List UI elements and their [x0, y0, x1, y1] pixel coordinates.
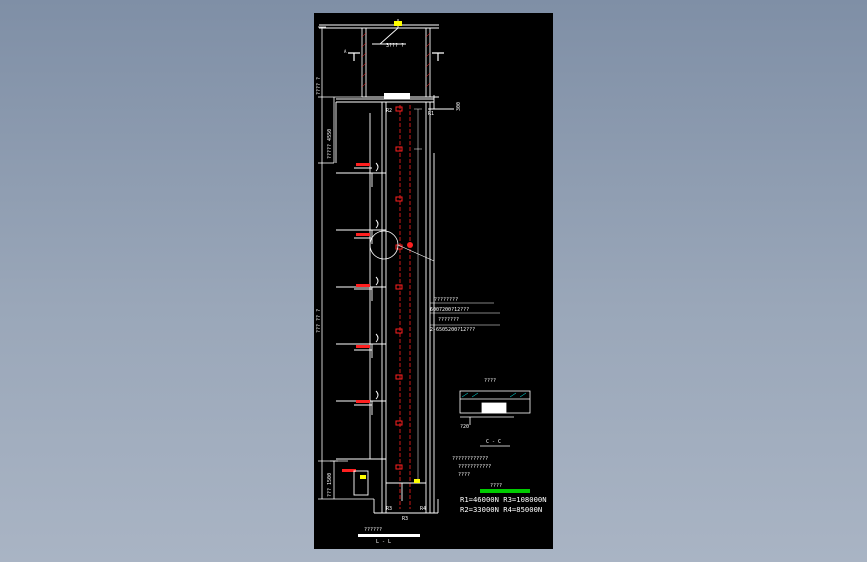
section-detail: [459, 390, 531, 425]
rail-note-line3: ???????: [438, 317, 459, 323]
rail-notes-leaders: [430, 302, 500, 326]
rail-note-line2: 6007200?12???: [430, 307, 469, 313]
notes-line-a: ????????????: [452, 456, 488, 462]
section-cc-text: C - C: [486, 439, 501, 445]
detail-circle: [369, 230, 399, 260]
elevation-drawing: ???? ? ????? 4550 ??? ?? ? ??? 1500 3???…: [316, 19, 547, 545]
left-dim-upper-text: ????? 4550: [327, 129, 333, 159]
bracket-left-top: [348, 52, 360, 61]
mark-r4-text: R4: [420, 506, 426, 512]
dim-300-text: 300: [456, 102, 462, 111]
mark-r2-text: R2: [386, 108, 392, 114]
main-title-bar: [358, 534, 420, 537]
mark-r1-text: R1: [428, 111, 434, 117]
machine-room: [319, 19, 439, 98]
mark-r3-text: R3: [386, 506, 392, 512]
top-slab-fill: [384, 93, 410, 99]
floor-landings: [335, 102, 386, 460]
detail-leader: [397, 244, 435, 262]
rail-brackets: [395, 106, 403, 470]
shaft-walls: [374, 102, 438, 514]
main-title-text: ??????: [364, 527, 382, 533]
top-note-text: 3??? ?: [386, 43, 404, 49]
drawing-sheet: ???? ? ????? 4550 ??? ?? ? ??? 1500 3???…: [314, 13, 553, 549]
notes-line-b: ???????????: [458, 464, 491, 470]
force-row-1: R1=46000N R3=108000N: [460, 495, 547, 504]
landing-sill-lines: [354, 167, 372, 406]
main-subtitle-text: L - L: [376, 539, 391, 545]
pit: [353, 470, 439, 513]
detail-title-text: ????: [484, 378, 496, 384]
rail-note-line1: ????????: [434, 297, 458, 303]
legend-green-bar: [480, 489, 530, 493]
detail-dim-text: ?20: [460, 424, 469, 430]
left-dim-top-text: ???? ?: [316, 77, 322, 95]
pit-buffers: [360, 475, 420, 483]
mark-r3-bottom-text: R3: [402, 516, 408, 522]
legend-title-text: ????: [490, 483, 502, 489]
machine-room-wall-hatch: [361, 32, 431, 88]
shaft-top-slab: [336, 95, 454, 110]
left-dimension-chain: [318, 26, 374, 500]
bracket-right-top: [432, 52, 444, 61]
notes-line-c: ????: [458, 472, 470, 478]
guide-rail: [399, 105, 411, 509]
hoist-beam: [394, 21, 402, 26]
mark-a-text: A: [344, 49, 347, 54]
left-dim-bottom-text: ??? 1500: [327, 473, 333, 497]
force-row-2: R2=33000N R4=85000N: [460, 505, 542, 514]
detail-marker: [407, 242, 413, 248]
rail-note-line4: 2-6505200?12???: [430, 327, 475, 333]
landing-sills: [342, 163, 370, 472]
left-dim-main-text: ??? ?? ?: [316, 309, 322, 333]
section-detail-hatch: [461, 392, 527, 398]
rail-dimension: [414, 108, 422, 483]
